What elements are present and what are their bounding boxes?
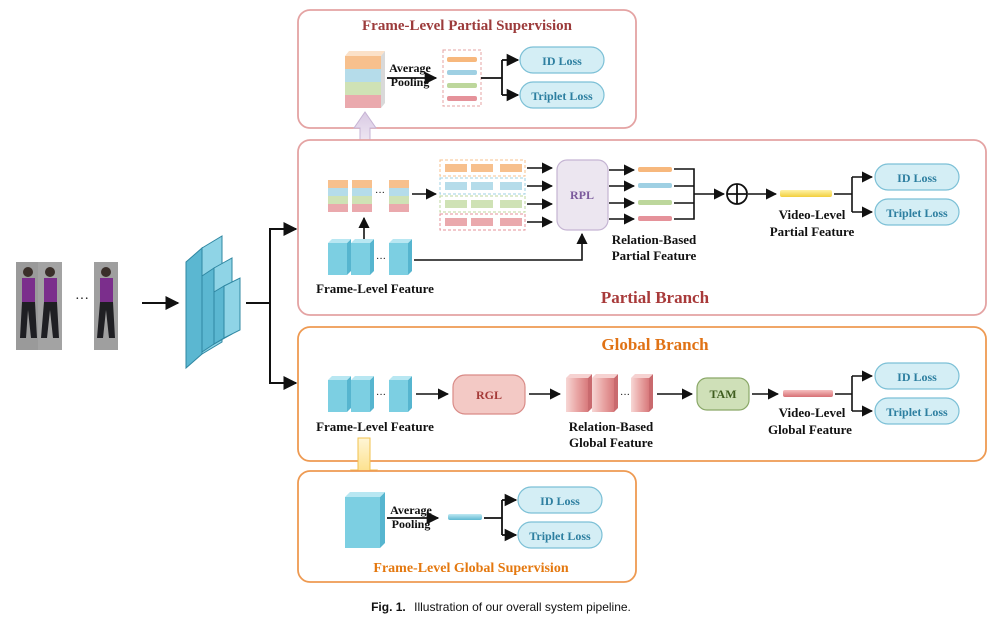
pooled-stripe — [447, 96, 477, 101]
video-level-partial-feature-label: Video-Level — [779, 207, 846, 222]
input-frames-ellipsis: ··· — [75, 292, 89, 307]
id-loss-label: ID Loss — [542, 54, 582, 68]
pooled-stripe — [447, 70, 477, 75]
input-frame — [16, 262, 40, 350]
triplet-loss-badge — [874, 397, 960, 425]
rgl-module — [452, 374, 526, 415]
rpl-module — [556, 159, 609, 231]
partial-branch-title: Partial Branch — [601, 288, 710, 307]
arrow-to-partial-branch — [246, 222, 298, 304]
arrow-to-global-branch — [269, 303, 298, 390]
id-loss-badge — [874, 362, 960, 390]
triplet-loss-label: Triplet Loss — [531, 89, 593, 103]
figure-caption: Fig. 1. Illustration of our overall syst… — [371, 600, 631, 614]
id-loss-badge — [519, 46, 605, 74]
id-loss-label: ID Loss — [897, 171, 937, 185]
global-branch-title: Global Branch — [601, 335, 709, 354]
frame-level-global-supervision-panel: Frame-Level Global Supervision Average P… — [297, 470, 637, 583]
relation-based-partial-stripe — [638, 200, 672, 205]
id-loss-label: ID Loss — [897, 370, 937, 384]
stacked-partial-stripes — [345, 51, 385, 108]
video-level-partial-feature-label: Partial Feature — [770, 224, 855, 239]
partial-frame-level-feature-label: Frame-Level Feature — [316, 281, 434, 296]
partial-stripes-ellipsis: ··· — [375, 188, 385, 199]
triplet-loss-badge — [519, 81, 605, 109]
frame-level-partial-supervision-panel: Frame-Level Partial Supervision Average … — [297, 9, 637, 129]
triplet-loss-badge — [517, 521, 603, 549]
rgl-label: RGL — [476, 388, 502, 402]
frame-level-partial-supervision-title: Frame-Level Partial Supervision — [362, 18, 573, 34]
triplet-loss-label: Triplet Loss — [886, 405, 948, 419]
global-branch-panel: Global Branch ··· Frame-Level Feature RG… — [297, 326, 987, 462]
partial-frame-features — [328, 239, 412, 275]
element-wise-sum-icon — [726, 183, 748, 205]
partial-frame-stripes — [328, 180, 409, 212]
stripe-groups — [439, 159, 526, 231]
video-level-global-feature-label: Global Feature — [768, 422, 852, 437]
input-frame — [38, 262, 62, 350]
relation-based-partial-stripe — [638, 183, 672, 188]
figure-caption-label: Fig. 1. — [371, 600, 406, 614]
pooled-stripe — [447, 83, 477, 88]
id-loss-label: ID Loss — [540, 494, 580, 508]
id-loss-badge — [874, 163, 960, 191]
partial-features-ellipsis: ··· — [376, 254, 386, 265]
video-level-partial-feature-bar — [780, 190, 832, 197]
video-level-global-feature-label: Video-Level — [779, 405, 846, 420]
global-pooled-block — [345, 492, 385, 548]
tam-module — [696, 377, 750, 411]
relation-based-global-features — [566, 374, 653, 412]
skip-arrow-to-rpl — [414, 232, 588, 261]
average-pooling-label: Average — [390, 503, 432, 517]
triplet-loss-label: Triplet Loss — [886, 206, 948, 220]
frame-level-global-supervision-title: Frame-Level Global Supervision — [373, 561, 568, 576]
rpl-label: RPL — [570, 188, 594, 202]
relation-based-partial-stripe — [638, 216, 672, 221]
figure-caption-text: Illustration of our overall system pipel… — [414, 600, 631, 614]
relation-based-partial-stripe — [638, 167, 672, 172]
pooled-stripe — [447, 57, 477, 62]
tam-label: TAM — [709, 387, 736, 401]
triplet-loss-label: Triplet Loss — [529, 529, 591, 543]
relation-based-global-feature-label: Global Feature — [569, 435, 653, 450]
partial-branch-panel: Partial Branch ··· — [297, 139, 987, 316]
average-pooling-label: Pooling — [392, 517, 431, 531]
input-frame — [94, 262, 118, 350]
id-loss-badge — [517, 486, 603, 514]
relation-based-partial-feature-label: Relation-Based — [612, 232, 697, 247]
global-frame-features — [328, 376, 412, 412]
triplet-loss-badge — [874, 198, 960, 226]
average-pooling-label: Average — [389, 61, 431, 75]
relation-based-partial-feature-label: Partial Feature — [612, 248, 697, 263]
cnn-backbone-icon — [185, 235, 241, 370]
global-frame-level-feature-label: Frame-Level Feature — [316, 419, 434, 434]
video-level-global-feature-bar — [783, 390, 833, 397]
relation-based-global-feature-label: Relation-Based — [569, 419, 654, 434]
person-walking-frames-icon — [16, 262, 118, 350]
global-relation-ellipsis: ··· — [620, 390, 630, 401]
global-pooled-bar — [448, 514, 482, 520]
global-features-ellipsis: ··· — [376, 390, 386, 401]
